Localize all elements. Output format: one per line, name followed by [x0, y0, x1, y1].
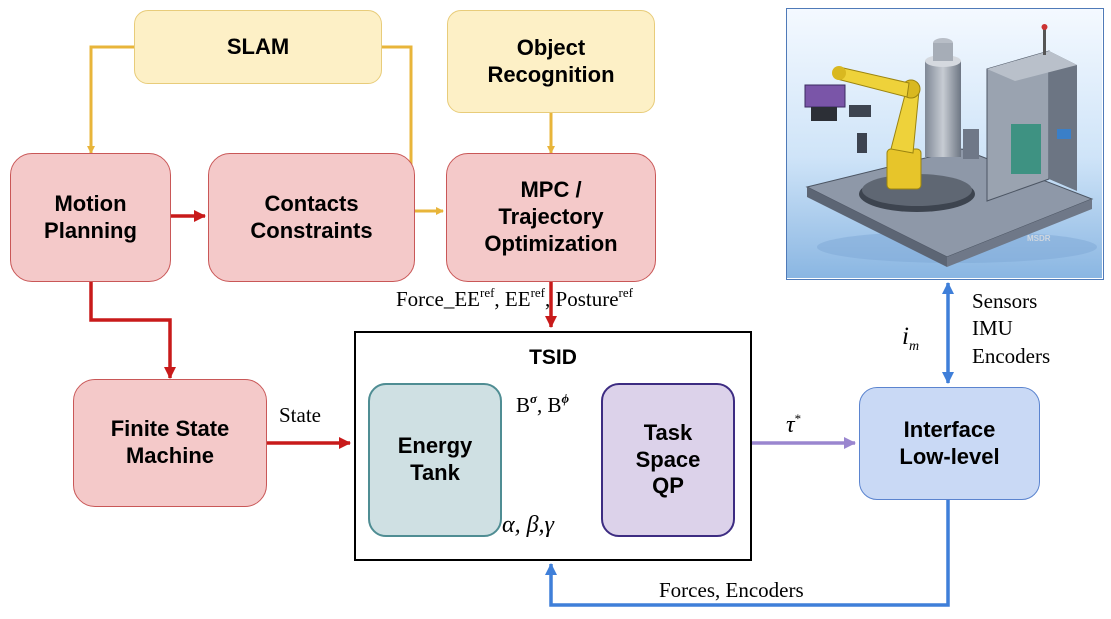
- mpc-line2: Trajectory: [498, 204, 604, 230]
- tau-star: *: [794, 411, 802, 426]
- sensors-text: Sensors: [972, 289, 1038, 313]
- slam-node: SLAM: [134, 10, 382, 84]
- encoders-text: Encoders: [972, 343, 1051, 368]
- motion-planning-node: Motion Planning: [10, 153, 171, 282]
- phi-sup: ϕ: [561, 391, 570, 406]
- state-label: State: [279, 403, 321, 427]
- interface-line1: Interface: [903, 416, 996, 442]
- task-space-qp-node: Task Space QP: [601, 383, 735, 537]
- energy-tank-line1: Energy: [397, 433, 473, 459]
- mpc-line1: MPC /: [520, 177, 582, 203]
- arrow-motion-planning-to-fsm: [89, 282, 176, 379]
- b-text-2: B: [547, 393, 562, 417]
- fsm-line2: Machine: [125, 443, 215, 468]
- sensor-signals-label: Sensors IMU Encoders: [972, 288, 1050, 370]
- arrow-interface-to-tsid-feedback: [545, 500, 950, 607]
- arrow-slam-to-mpc: [382, 45, 444, 215]
- task-space-qp-line2: Space: [635, 446, 701, 472]
- reference-signals-label: Force_EEref, EEref, Postureref: [396, 285, 633, 311]
- object-recognition-line1: Object: [516, 34, 586, 60]
- motion-planning-line1: Motion: [54, 190, 127, 216]
- posture-sup: ref: [618, 285, 633, 300]
- motor-current-label: im: [902, 324, 919, 354]
- contacts-constraints-line1: Contacts: [264, 190, 359, 216]
- contacts-constraints-line2: Constraints: [250, 217, 373, 243]
- task-space-qp-line1: Task: [643, 419, 693, 445]
- object-recognition-node: Object Recognition: [447, 10, 655, 113]
- arrow-slam-to-motion-planning: [87, 45, 134, 154]
- finite-state-machine-node: Finite State Machine: [73, 379, 267, 507]
- energy-tank-node: Energy Tank: [368, 383, 502, 537]
- posture-text: Posture: [555, 287, 619, 311]
- robot-cell-illustration: MSDR: [787, 9, 1102, 278]
- robot-cell-render: MSDR: [786, 8, 1104, 280]
- force-ee-text: Force_EE: [396, 287, 480, 311]
- tau-star-label: τ*: [786, 411, 802, 438]
- imu-text: IMU: [972, 316, 1013, 341]
- mpc-node: MPC / Trajectory Optimization: [446, 153, 656, 282]
- forces-encoders-label: Forces, Encoders: [659, 578, 804, 602]
- contacts-constraints-node: Contacts Constraints: [208, 153, 415, 282]
- sigma-sup: σ: [530, 391, 538, 406]
- fsm-line1: Finite State: [110, 416, 230, 442]
- alpha-beta-gamma-label: α, β,γ: [502, 512, 555, 538]
- b-sigma-phi-label: Bσ, Bϕ: [516, 391, 570, 417]
- motion-planning-line2: Planning: [44, 217, 137, 243]
- ee-sup: ref: [530, 285, 546, 300]
- task-space-qp-line3: QP: [652, 473, 684, 499]
- render-caption: MSDR: [1027, 234, 1051, 243]
- current-subscript: m: [908, 339, 920, 354]
- interface-low-level-node: Interface Low-level: [859, 387, 1040, 500]
- slam-label: SLAM: [226, 33, 290, 59]
- current-i: i: [902, 323, 909, 350]
- force-ee-sup: ref: [479, 285, 495, 300]
- ee-text: EE: [504, 287, 531, 311]
- object-recognition-line2: Recognition: [487, 61, 615, 87]
- tau-symbol: τ: [786, 412, 795, 438]
- energy-tank-line2: Tank: [410, 460, 460, 485]
- tsid-title: TSID: [529, 346, 577, 369]
- interface-line2: Low-level: [899, 443, 1000, 469]
- mpc-line3: Optimization: [484, 230, 618, 256]
- b-text-1: B: [516, 393, 531, 417]
